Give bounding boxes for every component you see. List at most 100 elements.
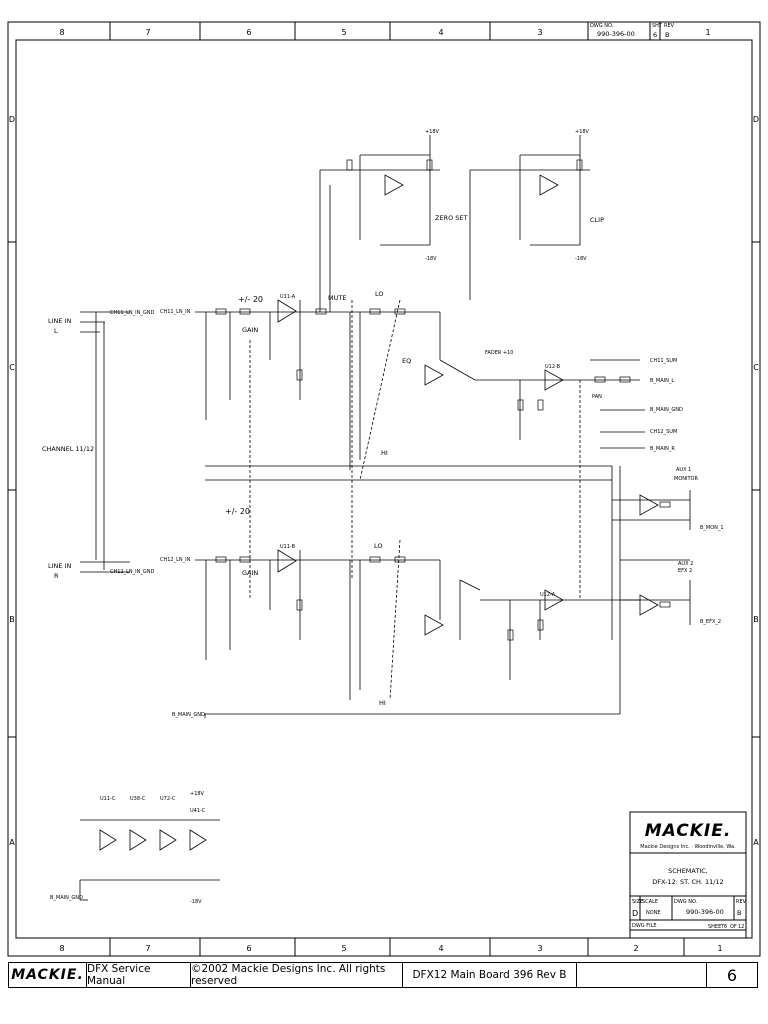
wiring xyxy=(79,135,691,900)
ground-symbols xyxy=(80,714,206,901)
size-value: D xyxy=(632,909,638,918)
mute-label: MUTE xyxy=(328,294,346,302)
net-ch12-sum: CH12_SUM xyxy=(650,429,677,435)
sheet-label: SHEET xyxy=(708,924,725,930)
rev-value: B xyxy=(737,909,741,917)
aux1-monitor-label: MONITOR xyxy=(674,476,698,482)
net-ch11-in: CH11_LN_IN xyxy=(160,309,191,315)
fader-label: FADER +10 xyxy=(485,350,513,356)
footer-page-number: 6 xyxy=(726,965,738,985)
opamp-label-7: U72-C xyxy=(160,796,176,802)
net-ch12-in: CH12_LN_IN xyxy=(160,557,191,563)
company-address: Mackie Designs Inc. · Woodinville, Wa. xyxy=(640,844,736,850)
gain-pm-bottom: +/- 20 xyxy=(225,507,250,516)
footer-logo-cell: MACKIE. xyxy=(9,963,87,987)
eq-label: EQ xyxy=(402,357,411,365)
zone-col-3-top: 3 xyxy=(537,28,542,37)
net-mon1: B_MON_1 xyxy=(700,525,724,531)
footer-copyright-cell: ©2002 Mackie Designs Inc. All rights res… xyxy=(191,963,403,987)
hi-top-label: HI xyxy=(381,449,388,457)
zone-col-6-bottom: 6 xyxy=(246,944,251,953)
net-main-l: B_MAIN_L xyxy=(650,378,674,384)
zone-row-c-left: C xyxy=(9,363,15,372)
rev-label: REV xyxy=(736,899,747,905)
opamp-label-1: U11-A xyxy=(280,294,296,300)
aux2-efx-label: EFX 2 xyxy=(678,568,692,574)
opamp-label-4: U12-B xyxy=(545,364,561,370)
gain-bottom-label: GAIN xyxy=(242,569,258,577)
aux1-label: AUX 1 xyxy=(676,467,691,473)
page-footer: MACKIE. DFX Service Manual ©2002 Mackie … xyxy=(8,962,758,988)
resistors xyxy=(215,159,671,641)
top-dwg-number: 990-396-00 xyxy=(597,30,635,38)
footer-logo: MACKIE. xyxy=(11,967,84,983)
inner-border xyxy=(15,39,753,939)
zone-row-c-right: C xyxy=(753,363,759,372)
minus18v-3: -18V xyxy=(190,899,202,905)
opamp-label-8: U41-C xyxy=(190,808,206,814)
clip-label: CLIP xyxy=(590,216,604,224)
of-label: OF xyxy=(730,924,737,930)
footer-manual-cell: DFX Service Manual xyxy=(87,963,191,987)
dwg-file-label: DWG FILE xyxy=(632,923,657,929)
plus18v-2: +18V xyxy=(575,129,590,135)
zone-row-d-left: D xyxy=(9,115,15,124)
net-ch11-gnd: CH11_LN_IN_GND xyxy=(110,310,154,316)
zone-col-1-top: 1 xyxy=(705,28,710,37)
top-sht-label: SHT xyxy=(652,23,663,29)
title-logo: MACKIE. xyxy=(645,821,732,841)
line-in-l-label: LINE IN xyxy=(48,317,71,325)
zone-col-8-top: 8 xyxy=(59,28,64,37)
zone-col-4-bottom: 4 xyxy=(438,944,443,953)
zone-col-5-top: 5 xyxy=(341,28,346,37)
lo-bottom-label: LO xyxy=(374,542,383,550)
opamp-label-2: U11-B xyxy=(280,544,296,550)
scale-value: NONE xyxy=(646,910,661,916)
zone-col-7-bottom: 7 xyxy=(145,944,150,953)
line-in-l-side: L xyxy=(54,327,58,335)
net-main-gnd: B_MAIN_GND xyxy=(650,407,683,413)
sheet-value: 6 xyxy=(724,924,727,930)
zone-col-6-top: 6 xyxy=(246,28,251,37)
zone-row-b-right: B xyxy=(753,615,759,624)
line-in-r-label: LINE IN xyxy=(48,562,71,570)
footer-board: DFX12 Main Board 396 Rev B xyxy=(412,969,567,981)
footer-copyright: ©2002 Mackie Designs Inc. All rights res… xyxy=(191,963,386,987)
net-ch12-gnd: CH12_LN_IN_GND xyxy=(110,569,154,575)
title-line-2: DFX-12: ST. CH. 11/12 xyxy=(652,878,723,886)
zone-col-1-bottom: 1 xyxy=(717,944,722,953)
minus18v-1: -18V xyxy=(425,256,437,262)
outer-border xyxy=(7,21,761,957)
footer-manual: DFX Service Manual xyxy=(87,963,151,987)
net-bmain-2: B_MAIN_GND xyxy=(50,895,83,901)
aux2-label: AUX 2 xyxy=(678,561,693,567)
opamp-label-6: U38-C xyxy=(130,796,146,802)
line-in-r-side: R xyxy=(54,572,59,580)
pan-label: PAN xyxy=(592,394,602,400)
footer-blank-cell xyxy=(577,963,707,987)
title-line-1: SCHEMATIC, xyxy=(668,867,708,875)
zone-row-b-left: B xyxy=(9,615,15,624)
zero-set-label: ZERO SET xyxy=(435,214,467,222)
zone-col-2-bottom: 2 xyxy=(633,944,638,953)
lo-top-label: LO xyxy=(375,290,384,298)
opamp-label-3: U12-A xyxy=(540,592,556,598)
net-ch11-sum: CH11_SUM xyxy=(650,358,677,364)
net-efx2: B_EFX_2 xyxy=(700,619,721,625)
footer-page-cell: 6 xyxy=(707,963,757,987)
top-dwg-label: DWG NO. xyxy=(590,23,614,29)
plus18v-1: +18V xyxy=(425,129,440,135)
size-label: SIZE xyxy=(632,899,643,905)
gain-top-label: GAIN xyxy=(242,326,258,334)
zone-row-a-right: A xyxy=(753,838,759,847)
op-amps xyxy=(99,174,659,851)
title-block: MACKIE. Mackie Designs Inc. · Woodinvill… xyxy=(629,811,747,939)
gain-pm-top: +/- 20 xyxy=(238,295,263,304)
zone-row-d-right: D xyxy=(753,115,759,124)
net-main-r: B_MAIN_R xyxy=(650,446,675,452)
zone-col-3-bottom: 3 xyxy=(537,944,542,953)
channel-label: CHANNEL 11/12 xyxy=(42,445,94,453)
zone-col-5-bottom: 5 xyxy=(341,944,346,953)
footer-board-cell: DFX12 Main Board 396 Rev B xyxy=(403,963,577,987)
dwg-no-label: DWG NO. xyxy=(674,899,698,905)
